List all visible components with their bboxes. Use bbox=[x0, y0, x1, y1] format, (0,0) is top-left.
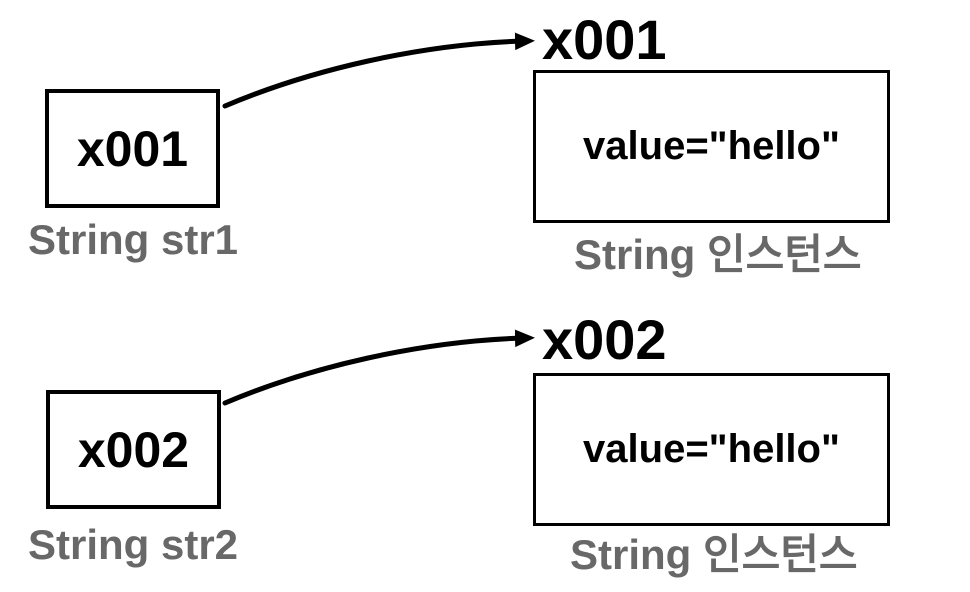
instance-caption-x002: String 인스턴스 bbox=[570, 531, 858, 578]
instance-value-x002: value="hello" bbox=[583, 427, 840, 471]
reference-caption-str1: String str1 bbox=[28, 216, 239, 263]
reference-box-str1: x001 bbox=[45, 89, 220, 208]
reference-arrow-str1-to-x001 bbox=[222, 32, 535, 109]
reference-caption-str2: String str2 bbox=[28, 521, 239, 568]
reference-box-str2: x002 bbox=[46, 390, 221, 509]
reference-value-str2: x002 bbox=[77, 421, 190, 478]
instance-address-label-x002: x002 bbox=[542, 308, 667, 371]
reference-arrow-str2-to-x002 bbox=[222, 329, 535, 406]
instance-box-x002: value="hello" bbox=[533, 373, 890, 526]
instance-caption-x001: String 인스턴스 bbox=[574, 231, 862, 278]
instance-value-x001: value="hello" bbox=[583, 124, 840, 168]
reference-value-str1: x001 bbox=[76, 120, 189, 177]
instance-box-x001: value="hello" bbox=[533, 70, 890, 223]
instance-address-label-x001: x001 bbox=[542, 8, 667, 71]
